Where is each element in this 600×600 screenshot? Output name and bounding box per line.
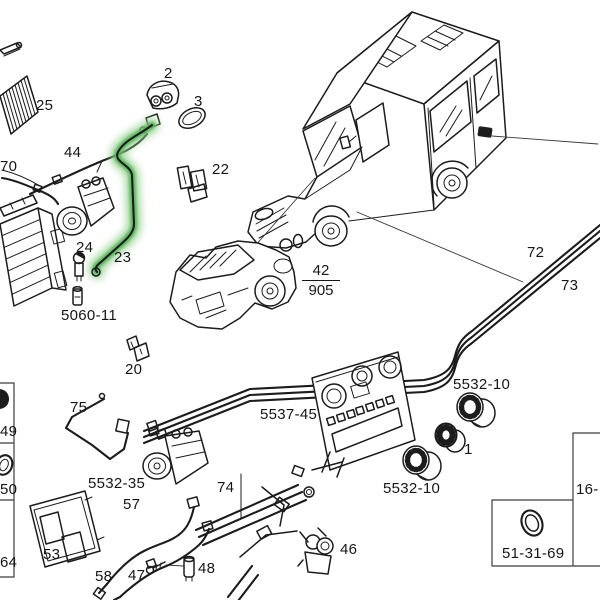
- callout-47[interactable]: 47: [128, 567, 146, 584]
- callout-16[interactable]: 16-: [576, 481, 599, 498]
- callout-22[interactable]: 22: [212, 161, 230, 178]
- part-strip[interactable]: [0, 41, 23, 57]
- part-58-tube[interactable]: [112, 520, 214, 600]
- callout-3[interactable]: 3: [194, 93, 203, 110]
- callout-49[interactable]: 49: [0, 423, 18, 440]
- callout-44[interactable]: 44: [64, 144, 82, 161]
- callout-74[interactable]: 74: [217, 479, 235, 496]
- part-5060-11-drier[interactable]: [72, 286, 83, 306]
- callout-50[interactable]: 50: [0, 481, 18, 498]
- callout-53[interactable]: 53: [43, 546, 61, 563]
- callout-73[interactable]: 73: [561, 277, 579, 294]
- part-3-seal[interactable]: [175, 104, 208, 133]
- van-location-marker: [477, 126, 493, 138]
- part-75-hose[interactable]: [64, 392, 130, 461]
- part-5532-10-knob-upper[interactable]: [456, 392, 496, 428]
- callout-5532-35[interactable]: 5532-35: [88, 475, 146, 492]
- part-5532-10-knob-lower[interactable]: [402, 445, 442, 481]
- callout-46[interactable]: 46: [340, 541, 358, 558]
- part-42-hvac-unit[interactable]: [169, 233, 304, 330]
- van-illustration: [247, 11, 507, 249]
- part-74-pipe-assembly[interactable]: [194, 464, 315, 600]
- part-72-73-pipes[interactable]: [142, 223, 600, 445]
- part-23-hose-highlighted[interactable]: [88, 117, 160, 280]
- callout-20[interactable]: 20: [125, 361, 143, 378]
- part-compressor-front[interactable]: [56, 176, 115, 236]
- part-57-tube[interactable]: [92, 496, 200, 600]
- part-25-cabin-filter[interactable]: [0, 75, 39, 135]
- reference-box-column: [0, 382, 15, 578]
- callout-51-31-69[interactable]: 51-31-69: [502, 545, 565, 562]
- callout-5060-11[interactable]: 5060-11: [61, 307, 118, 324]
- part-24-valve[interactable]: [72, 251, 86, 282]
- callout-42-905[interactable]: 42 905: [302, 262, 340, 299]
- callout-72[interactable]: 72: [527, 244, 545, 261]
- callout-2[interactable]: 2: [164, 65, 173, 82]
- callout-5532-10-lower[interactable]: 5532-10: [383, 480, 441, 497]
- leader-lines: [165, 135, 599, 567]
- callout-75[interactable]: 75: [70, 399, 88, 416]
- part-48-cylinder[interactable]: [183, 555, 195, 582]
- part-22-bracket[interactable]: [176, 165, 208, 203]
- part-53-condenser[interactable]: [29, 490, 105, 568]
- part-radiator[interactable]: [0, 194, 68, 307]
- callout-5537-45[interactable]: 5537-45: [260, 406, 318, 423]
- callout-64[interactable]: 64: [0, 554, 18, 571]
- callout-48[interactable]: 48: [198, 560, 216, 577]
- callout-5532-10-upper[interactable]: 5532-10: [453, 376, 511, 393]
- callout-905[interactable]: 905: [308, 282, 334, 299]
- part-51-31-69-seal[interactable]: [518, 507, 547, 539]
- callout-70[interactable]: 70: [0, 158, 18, 175]
- callout-42[interactable]: 42: [302, 262, 340, 281]
- part-5532-35-compressor[interactable]: [142, 426, 209, 485]
- part-20-bracket[interactable]: [126, 335, 150, 362]
- reference-boxes-bottom-right: [491, 432, 600, 567]
- part-5537-45-control-panel[interactable]: [311, 351, 416, 478]
- part-70-hose[interactable]: [0, 169, 60, 206]
- callout-58[interactable]: 58: [95, 568, 113, 585]
- callout-57[interactable]: 57: [123, 496, 141, 513]
- part-1-knob[interactable]: [434, 422, 466, 453]
- part-46-bracket[interactable]: [297, 527, 334, 575]
- callout-1[interactable]: 1: [464, 441, 473, 458]
- callout-25[interactable]: 25: [36, 97, 54, 114]
- part-47-bolt[interactable]: [145, 561, 166, 575]
- callout-24[interactable]: 24: [76, 239, 94, 256]
- callout-23[interactable]: 23: [114, 249, 132, 266]
